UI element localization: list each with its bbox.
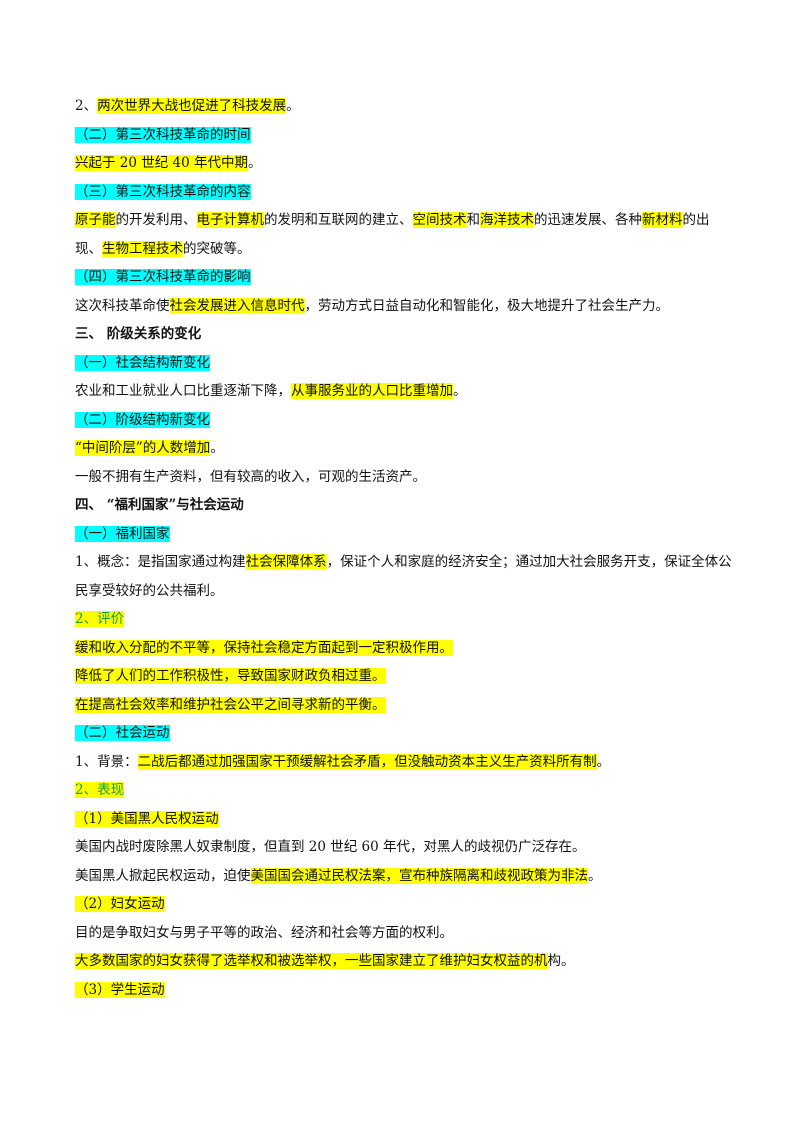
text-line: 1、背景：二战后都通过加强国家干预缓解社会矛盾，但没触动资本主义生产资料所有制。 [75,748,735,777]
subsection-heading: （一）社会结构新变化 [75,349,735,378]
plain-text: 构。 [547,953,575,969]
plain-text: 的迅速发展、各种 [534,212,642,228]
plain-text: 。 [596,753,611,770]
plain-text: 2、 [75,98,98,114]
text-line: （3）学生运动 [75,976,735,1005]
subsection-heading-text: 2、表现 [75,782,125,798]
subsection-heading-text: （三）第三次科技革命的内容 [75,183,251,200]
highlighted-text: 空间技术 [412,212,467,228]
subsection-heading: （三）第三次科技革命的内容 [75,178,735,207]
text-line: 大多数国家的妇女获得了选举权和被选举权，一些国家建立了维护妇女权益的机构。 [75,947,735,976]
plain-text: 一般不拥有生产资料，但有较高的收入，可观的生活资产。 [75,468,426,485]
text-line: 在提高社会效率和维护社会公平之间寻求新的平衡。 [75,691,735,720]
subsection-heading: （二）第三次科技革命的时间 [75,121,735,150]
subsection-heading: （一）福利国家 [75,520,735,549]
plain-text: 1、背景： [75,753,138,770]
plain-text: ，劳动方式日益自动化和智能化，极大地提升了社会生产力。 [304,297,670,314]
subsection-heading-text: （二）阶级结构新变化 [75,411,210,428]
plain-text: 。 [248,155,262,171]
document-page: 2、两次世界大战也促进了科技发展。（二）第三次科技革命的时间兴起于 20 世纪 … [75,92,735,1004]
plain-text: ，保证个人和家庭的经济安全；通过加大社会服务开支，保证全体公民享受较好的公共福利… [75,554,732,599]
highlighted-text: 社会保障体系 [245,554,327,570]
plain-text: 。 [286,98,300,114]
plain-text: 。 [588,867,602,884]
subsection-heading-text: （一）福利国家 [75,525,170,542]
text-line: 目的是争取妇女与男子平等的政治、经济和社会等方面的权利。 [75,919,735,948]
text-line: 美国黑人掀起民权运动，迫使美国国会通过民权法案，宣布种族隔离和歧视政策为非法。 [75,862,735,891]
subsection-heading: 2、评价 [75,605,735,634]
subsection-heading-text: 2、评价 [75,611,125,627]
section-heading: 三、 阶级关系的变化 [75,320,735,349]
plain-text: 这次科技革命使 [75,297,170,314]
plain-text: 农业和工业就业人口比重逐渐下降， [75,383,291,399]
highlighted-text: 美国国会通过民权法案，宣布种族隔离和歧视政策为非法 [250,867,588,884]
highlighted-text: 电子计算机 [196,212,264,228]
highlighted-text: 两次世界大战也促进了科技发展 [97,98,287,114]
subsection-heading: 2、表现 [75,776,735,805]
section-heading: 四、 “福利国家”与社会运动 [75,491,735,520]
subsection-heading-text: （一）社会结构新变化 [75,354,210,371]
plain-text: 的出现、 [75,212,710,257]
text-line: （2）妇女运动 [75,890,735,919]
text-line: 美国内战时废除黑人奴隶制度，但直到 20 世纪 60 年代，对黑人的歧视仍广泛存… [75,833,735,862]
highlighted-text: （3）学生运动 [75,981,165,998]
highlighted-text: （2）妇女运动 [75,896,165,912]
plain-text: 美国黑人掀起民权运动，迫使 [75,867,251,884]
plain-text: 目的是争取妇女与男子平等的政治、经济和社会等方面的权利。 [75,924,453,941]
text-line: “中间阶层”的人数增加。 [75,434,735,463]
highlighted-text: 海洋技术 [480,212,534,228]
subsection-heading: （二）社会运动 [75,719,735,748]
paragraph: 1、概念：是指国家通过构建社会保障体系，保证个人和家庭的经济安全；通过加大社会服… [75,548,735,605]
highlighted-text: 降低了人们的工作积极性，导致国家财政负相过重。 [75,668,386,684]
text-line: 这次科技革命使社会发展进入信息时代，劳动方式日益自动化和智能化，极大地提升了社会… [75,292,735,321]
highlighted-text: （1）美国黑人民权运动 [75,810,219,827]
plain-text: 的突破等。 [183,240,251,257]
section-heading-text: 三、 阶级关系的变化 [75,326,202,342]
text-line: （1）美国黑人民权运动 [75,805,735,834]
highlighted-text: 兴起于 20 世纪 40 年代中期 [75,155,249,171]
plain-text: 。 [453,383,467,399]
subsection-heading-text: （二）第三次科技革命的时间 [75,126,251,143]
paragraph: 原子能的开发利用、电子计算机的发明和互联网的建立、空间技术和海洋技术的迅速发展、… [75,206,735,263]
highlighted-text: 二战后都通过加强国家干预缓解社会矛盾，但没触动资本主义生产资料所有制 [137,753,597,770]
highlighted-text: 新材料 [642,212,683,228]
plain-text: 。 [210,440,224,456]
text-line: 缓和收入分配的不平等，保持社会稳定方面起到一定积极作用。 [75,634,735,663]
subsection-heading: （四）第三次科技革命的影响 [75,263,735,292]
plain-text: 的发明和互联网的建立、 [264,212,413,228]
plain-text: 美国内战时废除黑人奴隶制度，但直到 20 世纪 60 年代，对黑人的歧视仍广泛存… [75,839,586,855]
text-line: 2、两次世界大战也促进了科技发展。 [75,92,735,121]
subsection-heading: （二）阶级结构新变化 [75,406,735,435]
highlighted-text: 缓和收入分配的不平等，保持社会稳定方面起到一定积极作用。 [75,639,453,656]
highlighted-text: 生物工程技术 [102,240,183,257]
highlighted-text: 大多数国家的妇女获得了选举权和被选举权，一些国家建立了维护妇女权益的机 [75,953,548,969]
text-line: 降低了人们的工作积极性，导致国家财政负相过重。 [75,662,735,691]
highlighted-text: 原子能 [75,212,116,228]
highlighted-text: 从事服务业的人口比重增加 [291,383,453,399]
text-line: 兴起于 20 世纪 40 年代中期。 [75,149,735,178]
subsection-heading-text: （二）社会运动 [75,725,170,741]
section-heading-text: 四、 “福利国家”与社会运动 [75,497,244,513]
plain-text: 1、概念：是指国家通过构建 [75,554,246,570]
subsection-heading-text: （四）第三次科技革命的影响 [75,269,251,285]
text-line: 农业和工业就业人口比重逐渐下降，从事服务业的人口比重增加。 [75,377,735,406]
plain-text: 的开发利用、 [115,212,197,228]
highlighted-text: 在提高社会效率和维护社会公平之间寻求新的平衡。 [75,696,386,713]
highlighted-text: 社会发展进入信息时代 [169,297,305,314]
text-line: 一般不拥有生产资料，但有较高的收入，可观的生活资产。 [75,463,735,492]
plain-text: 和 [466,212,481,228]
highlighted-text: “中间阶层”的人数增加 [75,440,211,456]
